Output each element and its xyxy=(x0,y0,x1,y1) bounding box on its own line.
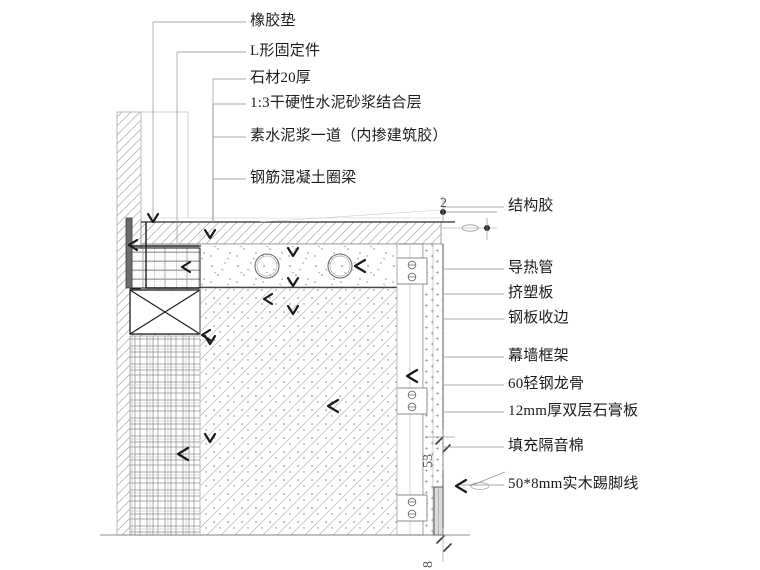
leader-rubber-pad xyxy=(152,21,246,218)
leader-l-bracket xyxy=(176,51,246,243)
label-wood-skirting: 50*8mm实木踢脚线 xyxy=(508,476,639,492)
dimension-ticks xyxy=(435,436,452,552)
label-xps-board: 挤塑板 xyxy=(508,285,554,301)
structural-glue-node xyxy=(440,196,497,240)
wood-skirting-profile xyxy=(433,486,444,536)
floor-buildup-stone xyxy=(140,221,455,245)
upper-wall-outline xyxy=(140,111,189,218)
label-l-bracket: L形固定件 xyxy=(250,43,321,59)
internal-leader-arrows xyxy=(127,212,468,494)
dimension-extension-lines xyxy=(425,430,455,562)
xps-board-box xyxy=(129,289,201,335)
label-structural-glue: 结构胶 xyxy=(508,198,554,214)
right-leader-lines xyxy=(443,206,504,486)
leader-cement-slurry xyxy=(212,136,246,222)
leader-rc-ring-beam xyxy=(212,178,246,222)
acoustic-insulation-band xyxy=(129,335,201,536)
leader-dry-mortar xyxy=(212,103,246,222)
label-rc-ring-beam: 钢筋混凝土圈梁 xyxy=(250,170,357,186)
label-gypsum-board: 12mm厚双层石膏板 xyxy=(508,403,639,419)
left-leader-lines xyxy=(152,21,246,243)
label-dry-mortar: 1:3干硬性水泥砂浆结合层 xyxy=(250,95,422,111)
leader-stone-20 xyxy=(212,78,246,222)
bolt-fixing-boxes xyxy=(396,257,428,522)
label-heating-pipe: 导热管 xyxy=(508,260,554,276)
rubber-pad-strip xyxy=(125,217,133,289)
skirting-leader xyxy=(469,471,506,490)
construction-lines xyxy=(141,111,442,535)
dimension-dim-bottom: 8 xyxy=(421,561,436,568)
heating-pipe-circle xyxy=(254,253,280,279)
label-cement-slurry: 素水泥浆一道（内掺建筑胶） xyxy=(250,128,448,144)
stone-block-edge xyxy=(129,244,201,289)
label-acoustic-wool: 填充隔音棉 xyxy=(508,438,585,454)
label-steel-edge: 钢板收边 xyxy=(508,310,569,326)
label-rubber-pad: 橡胶垫 xyxy=(250,13,296,29)
label-stone-20: 石材20厚 xyxy=(250,70,312,86)
label-curtain-frame: 幕墙框架 xyxy=(508,348,569,364)
heating-pipe-circle xyxy=(327,253,353,279)
l-bracket-shape xyxy=(145,222,200,289)
dimension-dim-top: 2 xyxy=(440,196,447,211)
label-light-steel-keel: 60轻钢龙骨 xyxy=(508,376,585,392)
dimension-dim-mid: 53 xyxy=(421,454,436,468)
